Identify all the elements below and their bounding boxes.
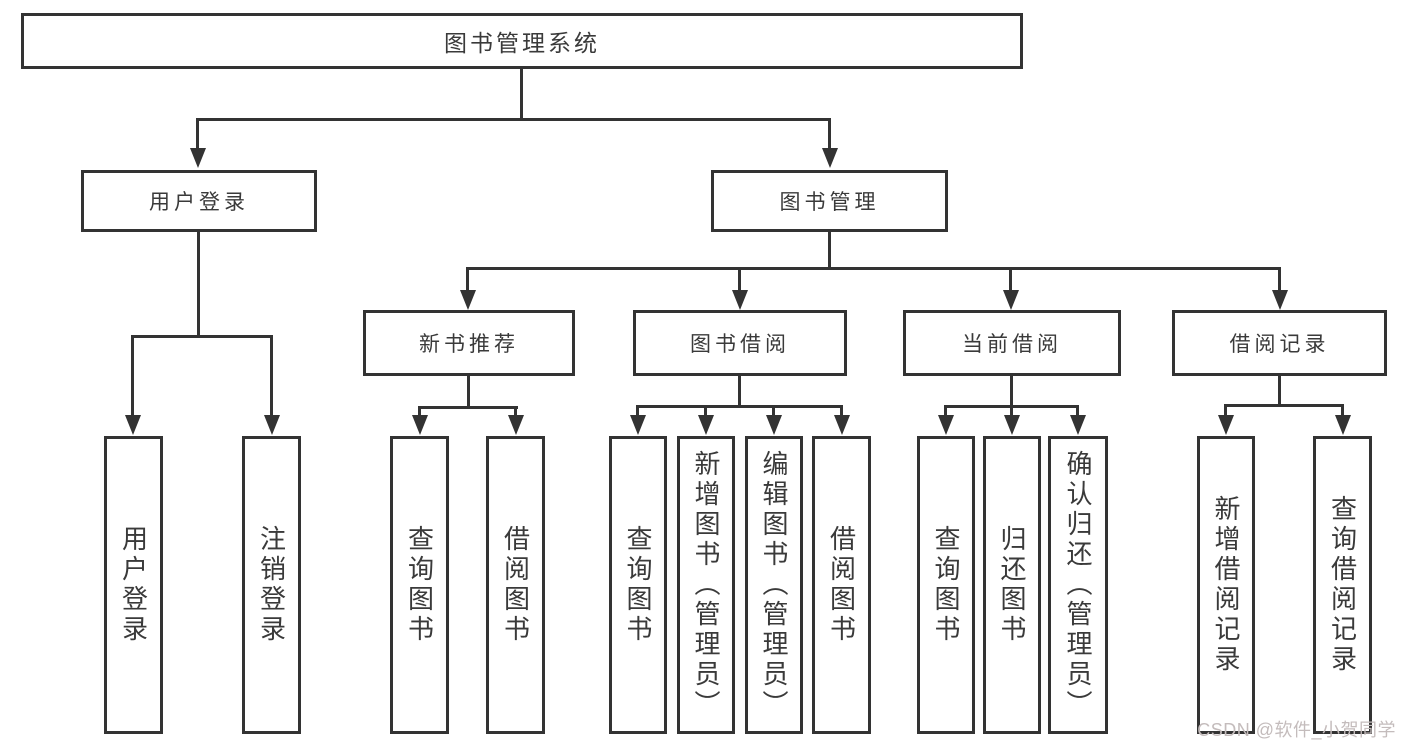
arrowhead-bb-borrow <box>834 415 850 435</box>
arrowhead-br-add <box>1218 415 1234 435</box>
arrowhead-cb-return <box>1004 415 1020 435</box>
connector-root-stem <box>520 69 523 121</box>
connector-book-shaft-1 <box>466 267 469 293</box>
arrowhead-leaf-logout <box>264 415 280 435</box>
node-root-label: 图书管理系统 <box>444 30 600 56</box>
node-borrow-records: 借阅记录 <box>1172 310 1387 376</box>
leaf-br-query: 查询借阅记录 <box>1313 436 1372 734</box>
arrowhead-nb-query <box>412 415 428 435</box>
leaf-nb-query-label: 查询图书 <box>404 525 435 645</box>
node-borrow-records-label: 借阅记录 <box>1229 333 1330 356</box>
node-new-book-rec-label: 新书推荐 <box>419 333 519 356</box>
connector-cb-shaft-1 <box>944 405 947 417</box>
connector-book-shaft-2 <box>738 267 741 293</box>
arrowhead-current-borrow <box>1003 290 1019 310</box>
leaf-cb-return: 归还图书 <box>983 436 1041 734</box>
leaf-bb-add: 新增图书（管理员） <box>677 436 735 734</box>
connector-user-shaft-2 <box>270 335 273 417</box>
connector-br-shaft-2 <box>1341 404 1344 417</box>
node-current-borrow-label: 当前借阅 <box>962 333 1062 356</box>
arrowhead-cb-confirm <box>1070 415 1086 435</box>
connector-br-hline <box>1224 404 1344 407</box>
connector-br-shaft-1 <box>1224 404 1227 417</box>
connector-bb-shaft-4 <box>840 405 843 417</box>
arrowhead-new-book-rec <box>460 290 476 310</box>
connector-cb-shaft-3 <box>1076 405 1079 417</box>
connector-l1-hline <box>196 118 831 121</box>
connector-user-shaft-1 <box>131 335 134 417</box>
connector-cb-shaft-2 <box>1010 405 1013 417</box>
arrowhead-nb-borrow <box>508 415 524 435</box>
leaf-br-query-label: 查询借阅记录 <box>1327 495 1358 675</box>
connector-book-shaft-3 <box>1009 267 1012 293</box>
connector-book-hline <box>466 267 1281 270</box>
node-user-login: 用户登录 <box>81 170 317 232</box>
connector-nb-hline <box>418 406 518 409</box>
leaf-br-add-label: 新增借阅记录 <box>1211 495 1241 675</box>
connector-bb-shaft-2 <box>704 405 707 417</box>
connector-book-stem <box>828 232 831 270</box>
leaf-bb-add-label: 新增图书（管理员） <box>691 450 721 720</box>
connector-nb-shaft-2 <box>514 406 517 417</box>
leaf-cb-return-label: 归还图书 <box>997 525 1027 645</box>
leaf-nb-borrow-label: 借阅图书 <box>500 525 531 645</box>
leaf-bb-query-label: 查询图书 <box>623 525 653 645</box>
node-current-borrow: 当前借阅 <box>903 310 1121 376</box>
node-book-borrow-label: 图书借阅 <box>690 333 790 356</box>
connector-cb-stem <box>1010 376 1013 408</box>
connector-bb-shaft-1 <box>636 405 639 417</box>
node-book-borrow: 图书借阅 <box>633 310 847 376</box>
leaf-logout: 注销登录 <box>242 436 301 734</box>
connector-user-stem <box>197 232 200 338</box>
connector-l1-shaft-right <box>828 118 831 151</box>
node-user-login-label: 用户登录 <box>149 191 249 214</box>
arrowhead-book-mgmt <box>822 148 838 168</box>
arrowhead-bb-add <box>698 415 714 435</box>
arrowhead-leaf-user-login <box>125 415 141 435</box>
arrowhead-bb-query <box>630 415 646 435</box>
node-root: 图书管理系统 <box>21 13 1023 69</box>
arrowhead-book-borrow <box>732 290 748 310</box>
leaf-cb-query: 查询图书 <box>917 436 975 734</box>
leaf-bb-borrow: 借阅图书 <box>812 436 871 734</box>
node-book-mgmt: 图书管理 <box>711 170 948 232</box>
arrowhead-cb-query <box>938 415 954 435</box>
connector-nb-stem <box>467 376 470 409</box>
leaf-bb-edit-label: 编辑图书（管理员） <box>759 450 789 720</box>
leaf-user-login: 用户登录 <box>104 436 163 734</box>
leaf-cb-query-label: 查询图书 <box>931 525 961 645</box>
connector-user-hline <box>131 335 273 338</box>
connector-bb-hline <box>636 405 842 408</box>
leaf-user-login-label: 用户登录 <box>118 525 149 645</box>
leaf-bb-borrow-label: 借阅图书 <box>826 525 857 645</box>
connector-book-shaft-4 <box>1278 267 1281 293</box>
node-new-book-rec: 新书推荐 <box>363 310 575 376</box>
leaf-bb-edit: 编辑图书（管理员） <box>745 436 803 734</box>
arrowhead-user-login <box>190 148 206 168</box>
connector-bb-shaft-3 <box>772 405 775 417</box>
leaf-cb-confirm-label: 确认归还（管理员） <box>1063 450 1093 720</box>
leaf-br-add: 新增借阅记录 <box>1197 436 1255 734</box>
leaf-cb-confirm: 确认归还（管理员） <box>1048 436 1108 734</box>
arrowhead-br-query <box>1335 415 1351 435</box>
leaf-bb-query: 查询图书 <box>609 436 667 734</box>
node-book-mgmt-label: 图书管理 <box>779 191 880 214</box>
connector-bb-stem <box>738 376 741 408</box>
arrowhead-borrow-records <box>1272 290 1288 310</box>
leaf-nb-query: 查询图书 <box>390 436 449 734</box>
leaf-logout-label: 注销登录 <box>256 525 287 645</box>
csdn-watermark: CSDN @软件_小贺同学 <box>1197 720 1396 740</box>
connector-br-stem <box>1278 376 1281 407</box>
arrowhead-bb-edit <box>766 415 782 435</box>
leaf-nb-borrow: 借阅图书 <box>486 436 545 734</box>
connector-nb-shaft-1 <box>418 406 421 417</box>
connector-l1-shaft-left <box>196 118 199 151</box>
